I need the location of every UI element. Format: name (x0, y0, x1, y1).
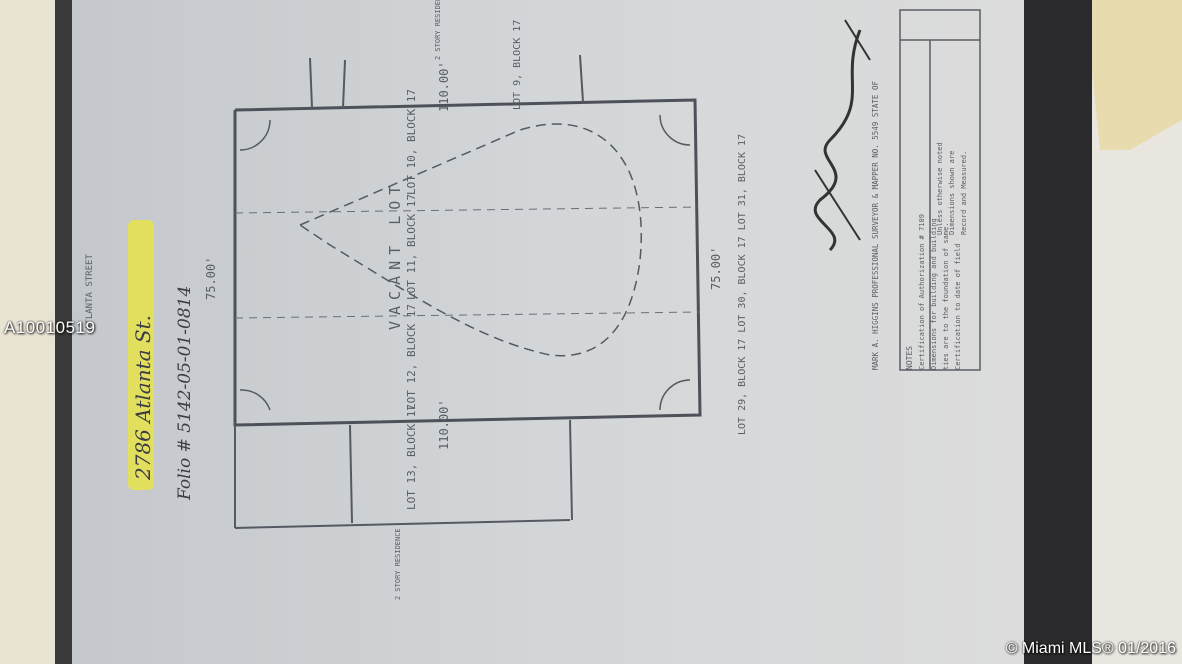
lot-boundary (233, 98, 702, 427)
notes-title: NOTES (905, 346, 914, 370)
note-line: Dimensions for building and building (930, 218, 938, 370)
survey-sheet (72, 0, 1024, 664)
vacant-group: VACANT LOT (386, 180, 404, 330)
lot-11-label: LOT 11, BLOCK 17 (405, 194, 418, 300)
corner-marks (239, 114, 691, 411)
highlight-marker (128, 220, 154, 490)
note-right-line: Unless otherwise noted (936, 142, 944, 235)
lot11-group: LOT 11, BLOCK 17 (405, 194, 418, 300)
story-bottom-label: 2 STORY RESIDENCE (394, 528, 402, 600)
rear-lots-label: LOT 29, BLOCK 17 LOT 30, BLOCK 17 LOT 31… (737, 134, 748, 435)
copyright-watermark: © Miami MLS® 01/2016 (1005, 640, 1176, 657)
page-right-shadow (1020, 0, 1092, 664)
notes-right-group: Unless otherwise noted Dimensions shown … (936, 142, 968, 235)
street-label: ATLANTA STREET (85, 254, 95, 330)
top-dimension: 110.00' (437, 61, 451, 112)
rear-dim-group: 75.00' (709, 247, 723, 290)
note-line: ties are to the foundation of same. (942, 222, 950, 370)
street-label-group: ATLANTA STREET (85, 254, 95, 330)
handwritten-address: 2786 Atlanta St. (131, 315, 155, 481)
lot10-group: LOT 10, BLOCK 17 (405, 89, 418, 195)
signature-stroke (814, 19, 871, 241)
story-top-group: 2 STORY RESIDENCE (434, 0, 442, 60)
lot9-group: LOT 9, BLOCK 17 (512, 20, 523, 110)
surveyor-line: MARK A. HIGGINS PROFESSIONAL SURVEYOR & … (871, 81, 880, 370)
lot-division-lines (234, 206, 701, 319)
note-line: Certification of Authorization # 7109 (918, 214, 926, 370)
lot13-group: LOT 13, BLOCK 17 (405, 404, 418, 510)
vacant-lot-outline (298, 123, 642, 357)
note-line: Certification to date of field (954, 244, 962, 370)
page-left-shadow (55, 0, 77, 664)
front-dim-group: 75.00' (204, 257, 218, 300)
notes-group: NOTES Certification of Authorization # 7… (905, 214, 962, 370)
story-top-label: 2 STORY RESIDENCE (434, 0, 442, 60)
note-right-line: Dimensions shown are (948, 151, 956, 235)
bottom-dim-group: 110.00' (437, 399, 451, 450)
lot-13-label: LOT 13, BLOCK 17 (405, 404, 418, 510)
handwritten-address-group: 2786 Atlanta St. (131, 315, 155, 481)
street-column (128, 220, 154, 490)
title-block (899, 9, 981, 371)
rear-lots-group: LOT 29, BLOCK 17 LOT 30, BLOCK 17 LOT 31… (737, 134, 748, 435)
lot12-group: LOT 12, BLOCK 17 (405, 304, 418, 410)
vacant-lot-label: VACANT LOT (386, 180, 404, 330)
lot-9-label: LOT 9, BLOCK 17 (512, 20, 523, 110)
surveyor-signature (813, 29, 862, 252)
bottom-dimension: 110.00' (437, 399, 451, 450)
note-right-line: Record and Measured. (960, 151, 968, 235)
lot-12-label: LOT 12, BLOCK 17 (405, 304, 418, 410)
yellow-folder (1085, 0, 1182, 150)
rear-dimension: 75.00' (709, 247, 723, 290)
folio-group: Folio # 5142-05-01-0814 (175, 286, 195, 501)
lot-10-label: LOT 10, BLOCK 17 (405, 89, 418, 195)
surveyor-group: MARK A. HIGGINS PROFESSIONAL SURVEYOR & … (871, 81, 880, 370)
story-bottom-group: 2 STORY RESIDENCE (394, 528, 402, 600)
adjoining-lines (234, 54, 584, 529)
listing-id-overlay: A10010519 (4, 318, 96, 337)
top-dim-group: 110.00' (437, 61, 451, 112)
folio-number: Folio # 5142-05-01-0814 (175, 286, 195, 501)
front-dimension: 75.00' (204, 257, 218, 300)
